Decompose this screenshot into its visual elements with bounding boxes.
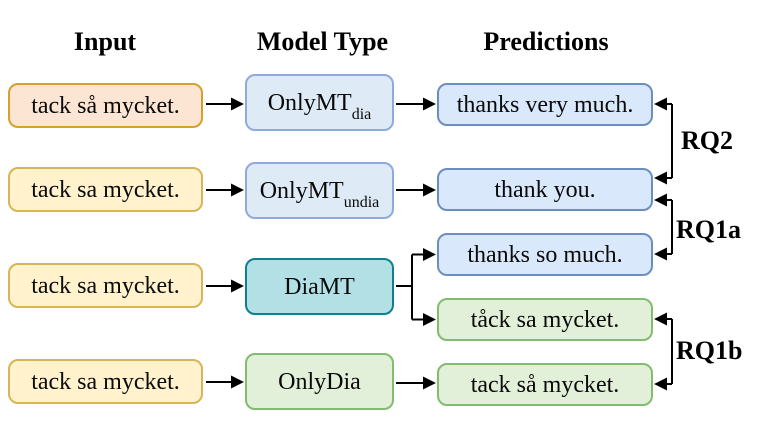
prediction-text: tåck sa mycket.	[470, 306, 620, 333]
column-header-model-type: Model Type	[256, 27, 389, 56]
rq1a-label: RQ1a	[676, 215, 741, 244]
input-text-row4: tack sa mycket.	[31, 368, 180, 395]
model-box-onlydia: OnlyDia	[245, 353, 394, 410]
prediction-text: tack så mycket.	[470, 371, 620, 398]
model-name: OnlyDia	[278, 368, 361, 395]
prediction-box-tack-sa-mycket: tack så mycket.	[437, 363, 653, 406]
column-header-input: Input	[73, 27, 137, 56]
input-text-row2: tack sa mycket.	[31, 176, 180, 203]
prediction-text: thanks so much.	[467, 241, 623, 268]
prediction-box-thanks-very-much: thanks very much.	[437, 83, 653, 126]
model-subscript: undia	[343, 194, 380, 211]
prediction-text: thank you.	[494, 176, 596, 203]
model-name: DiaMT	[284, 273, 355, 300]
input-box-row4: tack sa mycket.	[8, 359, 203, 404]
column-header-predictions: Predictions	[483, 27, 609, 56]
prediction-box-thanks-so-much: thanks so much.	[437, 233, 653, 276]
input-text-row1: tack så mycket.	[31, 92, 180, 119]
model-name: OnlyMT	[267, 89, 352, 116]
input-box-row3: tack sa mycket.	[8, 263, 203, 308]
input-text-row3: tack sa mycket.	[31, 272, 180, 299]
input-box-row1: tack så mycket.	[8, 83, 203, 128]
prediction-box-tack-sa-mycket-dia: tåck sa mycket.	[437, 298, 653, 341]
rq2-label: RQ2	[681, 126, 733, 155]
input-box-row2: tack sa mycket.	[8, 167, 203, 212]
prediction-text: thanks very much.	[456, 91, 634, 118]
model-subscript: dia	[351, 106, 372, 123]
model-box-diamt: DiaMT	[245, 258, 394, 315]
rq1b-label: RQ1b	[676, 336, 743, 365]
model-name: OnlyMT	[259, 177, 344, 204]
prediction-box-thank-you: thank you.	[437, 168, 653, 211]
